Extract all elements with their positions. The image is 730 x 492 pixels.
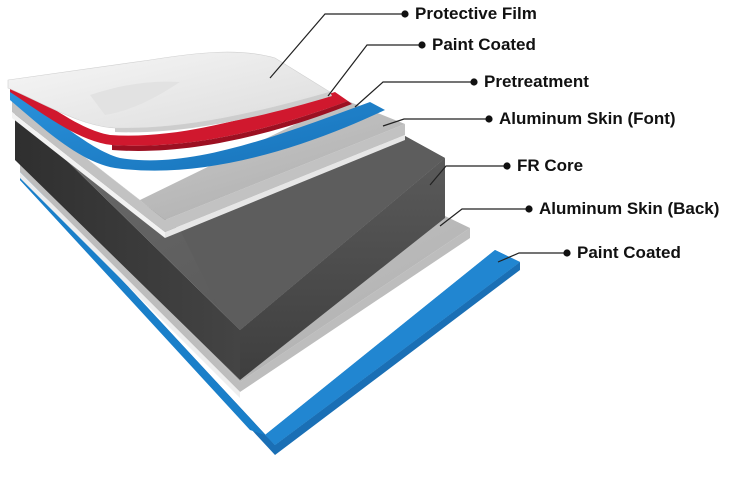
leader-aluminum-skin-back: [439, 208, 527, 227]
label-paint-coated-bottom: Paint Coated: [577, 243, 681, 262]
leader-pretreatment: [354, 81, 472, 108]
leader-protective-film: [269, 13, 403, 79]
leader-paint-coated-bottom: [497, 252, 565, 263]
pretreatment-layer: [10, 90, 385, 171]
leader-fr-core: [429, 165, 505, 186]
leader-dots: [401, 10, 571, 257]
leader-dot: [485, 115, 493, 123]
paint-coated-top-layer: [10, 82, 352, 151]
leader-dot: [563, 249, 571, 257]
leader-dot: [401, 10, 409, 18]
leader-lines: [269, 13, 565, 263]
leader-dot: [503, 162, 511, 170]
label-fr-core: FR Core: [517, 156, 584, 175]
protective-film-layer: [7, 51, 332, 133]
leader-aluminum-skin-front: [382, 118, 487, 127]
label-aluminum-skin-back: Aluminum Skin (Back): [539, 199, 720, 218]
label-protective-film: Protective Film: [415, 4, 537, 23]
leader-dot: [418, 41, 426, 49]
label-paint-coated-top: Paint Coated: [432, 35, 536, 54]
leader-paint-coated-top: [327, 44, 420, 97]
label-pretreatment: Pretreatment: [484, 72, 589, 91]
leader-dot: [470, 78, 478, 86]
aluminum-skin-back-layer: [20, 160, 470, 398]
label-aluminum-skin-front: Aluminum Skin (Font): [499, 109, 676, 128]
leader-dot: [525, 205, 533, 213]
